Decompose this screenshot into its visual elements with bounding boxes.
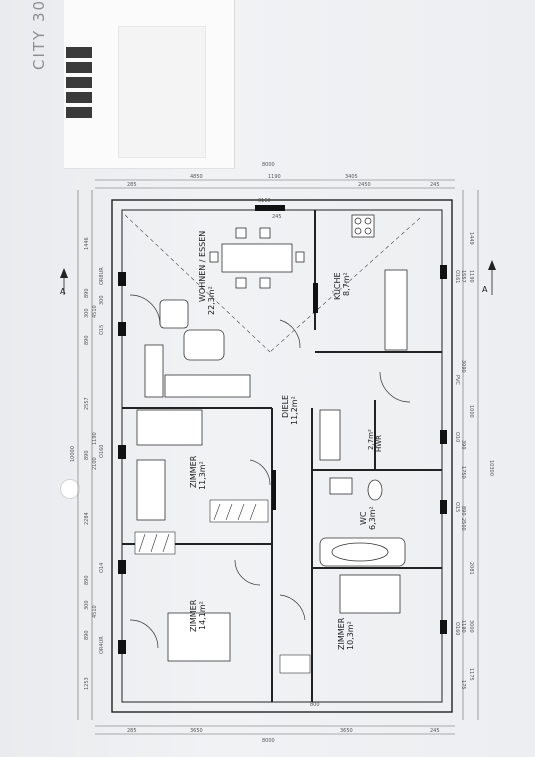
dim-left-4: 890 — [84, 575, 90, 585]
dim-top-2: 4850 — [190, 174, 203, 180]
window-label-right-4: O15 — [454, 502, 460, 512]
dim-left-3: 300 — [84, 600, 90, 610]
window-label-right-3: O10 — [454, 432, 460, 442]
dim-right-1: 1449 — [468, 232, 474, 245]
room-area-zimmer-3: 10,3m² — [346, 621, 355, 650]
dim-right-4: 3090 — [460, 360, 466, 373]
dim-right-7: 1750 — [460, 466, 466, 479]
dim-bottom-1: 285 — [127, 728, 137, 734]
room-name-hwr: HWR — [375, 435, 383, 452]
section-marker-right: A — [482, 285, 488, 294]
dim-bottom-3: 3650 — [340, 728, 353, 734]
window-label-left-4: O14 — [99, 563, 105, 573]
room-name-zimmer-3: ZIMMER — [337, 617, 346, 650]
dim-left-10: 890 — [84, 288, 90, 298]
room-name-diele: DIELE — [281, 395, 290, 418]
sofa — [144, 299, 251, 398]
dim-right-11: 3000 — [468, 620, 474, 633]
window-label-right-1: O161 — [454, 270, 460, 283]
ceiling-diagonal — [124, 214, 271, 353]
dim-right-2: 1190 — [468, 270, 474, 283]
room-area-diele: 11,2m² — [290, 396, 299, 425]
room-area-wc: 6,3m² — [368, 506, 377, 530]
dim-left-11: 1446 — [84, 237, 90, 250]
dim-left-9: 300 — [84, 308, 90, 318]
dim-left-outer-1: 4510 — [92, 305, 98, 318]
room-name-zimmer-2: ZIMMER — [189, 599, 198, 632]
dim-wall-3: 175 — [460, 680, 466, 690]
dim-right-10: 2081 — [468, 562, 474, 575]
kitchen-counter — [351, 214, 408, 351]
window-label-top: 0160 — [258, 198, 271, 204]
door-swings — [129, 294, 411, 649]
dim-left-outer-2: 2100 — [92, 457, 98, 470]
room-area-wohnen: 22,3m² — [207, 286, 216, 315]
dim-overall-depth-right: 10300 — [488, 460, 494, 476]
dim-right-8: 890 — [460, 506, 466, 516]
redaction-bars — [66, 47, 92, 122]
window-label-left-1: OR8UR — [99, 267, 105, 285]
sanitary — [319, 409, 406, 567]
dim-left-1: 1253 — [84, 677, 90, 690]
dim-wall-2: 300 — [99, 295, 105, 305]
dim-left-2: 890 — [84, 630, 90, 640]
window-label-left-3: O160 — [99, 445, 105, 458]
wardrobes — [134, 499, 311, 674]
dim-left-7: 2557 — [84, 397, 90, 410]
room-name-kueche: KÜCHE — [332, 272, 342, 300]
beds — [136, 409, 401, 662]
section-arrows — [60, 260, 496, 295]
window-labels: 0160 OR8UR O15 O160 O14 OR4UR O161 PVC O… — [99, 198, 460, 654]
window-label-left-2: O15 — [99, 325, 105, 335]
window-label-right-5: O160 — [454, 622, 460, 635]
dim-top-4: 3405 — [345, 174, 358, 180]
dim-left-5: 2284 — [84, 512, 90, 525]
room-area-kueche: 8,7m² — [342, 272, 351, 296]
dim-wall-1: 245 — [272, 214, 282, 220]
dim-overall-width-bottom: 8000 — [262, 738, 275, 744]
dim-top-row2: 2450 — [358, 182, 371, 188]
dim-bottom-4: 245 — [430, 728, 440, 734]
dim-right-13: 1175 — [468, 668, 474, 681]
dim-top-5: 245 — [430, 182, 440, 188]
dim-bottom-2: 3650 — [190, 728, 203, 734]
label-sheet — [64, 0, 235, 169]
dim-top-3: 1190 — [268, 174, 281, 180]
room-name-wc: WC — [359, 511, 368, 525]
faded-stamp — [118, 26, 206, 158]
room-labels: WOHNEN / ESSEN 22,3m² KÜCHE 8,7m² DIELE … — [189, 231, 383, 650]
punch-hole — [60, 479, 80, 499]
dim-overall-width-top: 8000 — [262, 162, 275, 168]
dim-right-5: 1000 — [468, 405, 474, 418]
section-marker-left: A — [60, 287, 66, 296]
room-name-wohnen: WOHNEN / ESSEN — [198, 231, 207, 302]
dim-bottom-mid: 800 — [310, 702, 320, 708]
room-name-zimmer-1: ZIMMER — [189, 455, 198, 488]
dim-overall-depth-left: 10000 — [70, 446, 76, 462]
dim-right-12: 1190 — [460, 620, 466, 633]
dimension-lines — [77, 179, 479, 735]
dim-left-outer-3: 1190 — [92, 432, 98, 445]
dimension-texts: 8000 8000 285 4850 1190 3405 245 2450 28… — [70, 162, 494, 744]
dim-right-9: 2500 — [460, 518, 466, 531]
dim-left-6: 890 — [84, 450, 90, 460]
room-area-hwr: 2,7m² — [367, 429, 375, 450]
window-label-left-5: OR4UR — [99, 636, 105, 654]
room-area-zimmer-2: 14,1m² — [198, 601, 207, 630]
dining-table — [209, 227, 305, 289]
dim-left-8: 890 — [84, 335, 90, 345]
dim-right-3: 1557 — [460, 270, 466, 283]
dim-top-1: 285 — [127, 182, 137, 188]
room-area-zimmer-1: 11,3m² — [198, 461, 207, 490]
dim-right-6: 390 — [460, 440, 466, 450]
window-label-right-2: PVC — [454, 375, 460, 385]
windows — [118, 205, 447, 654]
dim-left-outer-4: 4510 — [92, 605, 98, 618]
